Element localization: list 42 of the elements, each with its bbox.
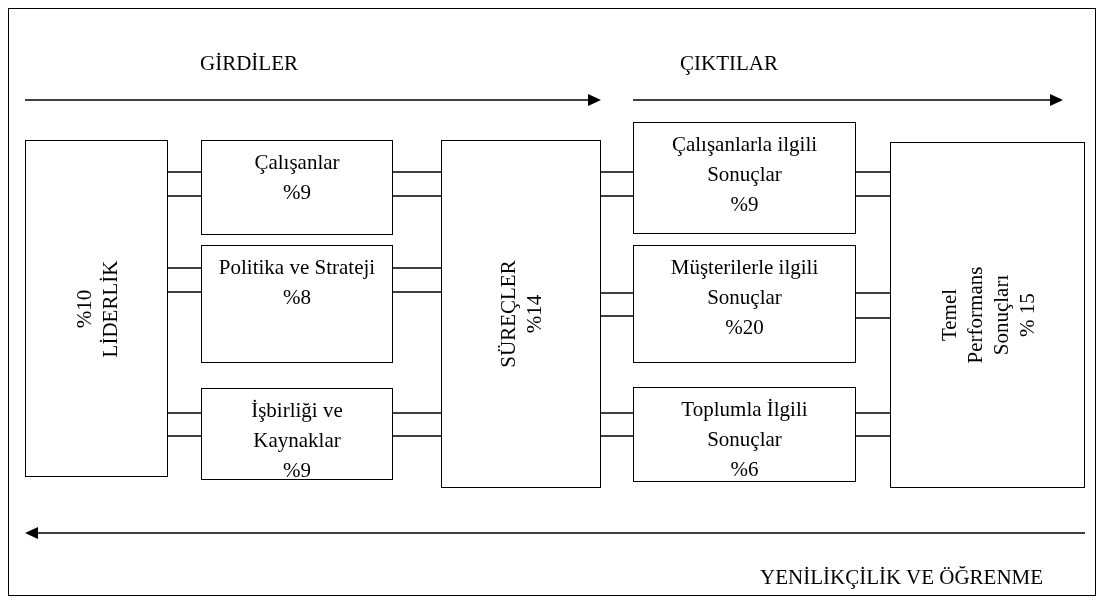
- criterion-box: [201, 140, 393, 235]
- criterion-box: [633, 387, 856, 482]
- criterion-label: Politika ve Strateji: [218, 254, 376, 281]
- double-line-connector: [167, 267, 202, 293]
- criterion-weight: LİDERLİK: [96, 260, 123, 357]
- double-line-connector: [167, 171, 202, 197]
- criterion-box: [201, 388, 393, 480]
- criterion-weight: %9: [283, 179, 311, 206]
- criterion-label: Toplumla İlgili Sonuçlar: [680, 396, 809, 453]
- criterion-weight: %20: [725, 314, 764, 341]
- section-label: YENİLİKÇİLİK VE ÖĞRENME: [760, 564, 1044, 591]
- criterion-label: %10: [70, 289, 97, 328]
- criterion-weight: % 15: [1013, 293, 1040, 337]
- section-label: ÇIKTILAR: [680, 50, 778, 77]
- double-line-connector: [392, 267, 442, 293]
- criterion-weight: %9: [730, 191, 759, 218]
- double-line-connector: [855, 292, 891, 319]
- double-line-connector: [600, 171, 634, 197]
- double-line-connector: [600, 292, 634, 317]
- double-line-connector: [855, 171, 891, 197]
- criterion-label: Müşterilerle ilgili Sonuçlar: [669, 254, 820, 311]
- double-line-connector: [392, 171, 442, 197]
- criterion-box: [633, 122, 856, 234]
- section-label: GİRDİLER: [200, 50, 298, 77]
- criterion-label: Çalışanlar: [254, 149, 340, 176]
- criterion-box: [890, 142, 1085, 488]
- criterion-weight: %6: [730, 456, 759, 483]
- criterion-weight: %9: [283, 457, 311, 484]
- criterion-weight: %8: [283, 284, 311, 311]
- criterion-weight: %14: [521, 294, 547, 334]
- criterion-box: [441, 140, 601, 488]
- criterion-box: [633, 245, 856, 363]
- double-line-connector: [600, 412, 634, 437]
- criterion-box: [201, 245, 393, 363]
- criterion-box: [25, 140, 168, 477]
- criterion-label: SÜREÇLER: [495, 260, 521, 368]
- criterion-label: İşbirliği ve Kaynaklar: [250, 397, 344, 454]
- criterion-label: Temel Performans Sonuçları: [935, 265, 1014, 366]
- double-line-connector: [392, 412, 442, 437]
- criterion-label: Çalışanlarla ilgili Sonuçlar: [670, 131, 819, 188]
- double-line-connector: [167, 412, 202, 437]
- double-line-connector: [855, 412, 891, 437]
